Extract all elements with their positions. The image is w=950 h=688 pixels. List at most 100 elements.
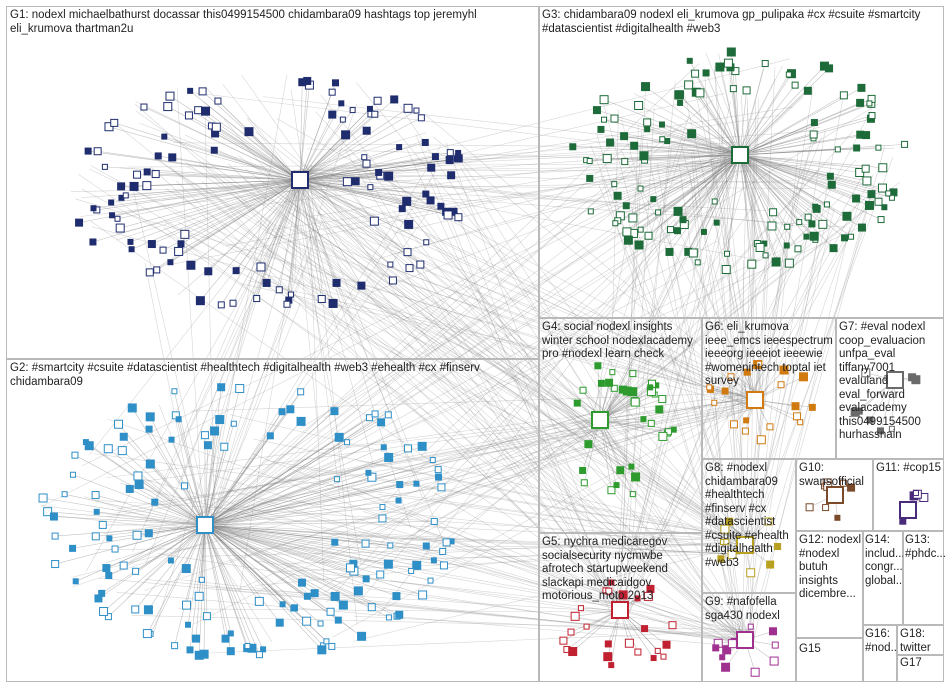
edge	[118, 187, 303, 234]
edge	[300, 132, 427, 171]
edge	[677, 154, 741, 212]
edge	[70, 186, 308, 192]
edge	[164, 221, 753, 550]
node	[660, 653, 667, 660]
edge	[299, 179, 447, 213]
group-panel-g10[interactable]: G10: swansofficial	[796, 459, 873, 531]
node	[349, 107, 356, 114]
node	[605, 378, 614, 387]
node	[229, 299, 237, 307]
group-panel-g6[interactable]: G6: eli_krumova ieee_emcs ieeespectrum i…	[702, 318, 836, 459]
node	[723, 538, 730, 545]
node	[881, 204, 888, 211]
edge	[199, 228, 827, 527]
group-panel-g12[interactable]: G12: nodexl #nodexl butuh insights dicem…	[796, 531, 863, 638]
node	[180, 229, 190, 239]
group-panel-g17[interactable]: G17	[897, 655, 944, 682]
edge	[323, 158, 744, 419]
node	[204, 267, 213, 276]
edge	[104, 166, 301, 181]
node	[125, 484, 134, 493]
edge	[662, 138, 741, 156]
edge	[451, 550, 751, 559]
edge	[96, 179, 301, 211]
node	[102, 564, 111, 573]
group-panel-g4[interactable]: G4: social nodexl insights winter school…	[539, 318, 702, 533]
edge	[613, 108, 872, 614]
edge	[739, 154, 883, 189]
node	[610, 384, 618, 392]
node	[384, 171, 394, 181]
edge	[719, 66, 741, 156]
edge	[197, 99, 714, 518]
group-panel-g13[interactable]: G13: #phdc...	[903, 531, 945, 625]
edge	[632, 154, 741, 219]
edge	[204, 524, 444, 566]
edge	[739, 154, 800, 223]
node	[75, 218, 84, 227]
edge	[705, 52, 746, 155]
edge	[132, 201, 738, 554]
edge	[373, 151, 745, 261]
edge	[617, 154, 741, 222]
node	[181, 482, 189, 490]
edge	[457, 158, 749, 548]
edge	[256, 179, 301, 299]
group-panel-g11[interactable]: G11: #cop15	[873, 459, 944, 531]
edge	[254, 560, 737, 633]
edge	[297, 141, 738, 172]
edge	[109, 524, 206, 539]
group-panel-g18[interactable]: G18: twitter	[897, 625, 944, 655]
edge	[204, 430, 215, 526]
node	[454, 154, 463, 163]
edge	[739, 68, 830, 156]
node	[221, 634, 230, 643]
group-panel-g8[interactable]: G8: #nodexl chidambara09 #healthtech #fi…	[702, 459, 796, 593]
edge	[211, 125, 301, 181]
node	[353, 586, 363, 596]
edge	[739, 154, 872, 195]
node	[641, 82, 651, 92]
node	[569, 143, 577, 151]
edge	[86, 179, 308, 571]
edge	[299, 174, 452, 181]
edge	[739, 154, 774, 213]
node	[408, 567, 415, 574]
group-panel-g9[interactable]: G9: #nafofella sga430 nodexl	[702, 593, 796, 682]
node	[262, 278, 271, 287]
edge	[208, 261, 706, 533]
edge	[675, 151, 736, 214]
group-panel-g1[interactable]: G1: nodexl michaelbathurst docassar this…	[6, 6, 539, 359]
node	[856, 98, 865, 107]
edge	[728, 63, 741, 156]
edge	[299, 179, 407, 202]
group-panel-g14[interactable]: G14: includ... congr... global...	[863, 531, 904, 625]
edge	[739, 154, 860, 173]
group-panel-g5[interactable]: G5: nychra medicaregov socialsecurity ny…	[539, 533, 702, 682]
edge	[750, 220, 868, 554]
edge	[440, 399, 746, 569]
edge	[290, 179, 301, 295]
edge	[741, 164, 754, 215]
edge	[299, 179, 426, 195]
node	[217, 383, 226, 392]
group-panel-g16[interactable]: G16: #nod...	[863, 625, 898, 682]
group-label-g16: G16: #nod...	[865, 628, 898, 654]
group-panel-g7[interactable]: G7: #eval nodexl coop_evaluacion unfpa_e…	[836, 318, 944, 459]
edge	[309, 149, 743, 217]
group-label-g17: G17	[900, 657, 922, 669]
edge	[627, 240, 808, 603]
group-panel-g15[interactable]: G15	[796, 638, 863, 682]
edge	[697, 154, 741, 263]
group-panel-g3[interactable]: G3: chidambara09 nodexl eli_krumova gp_p…	[539, 6, 944, 318]
edge	[178, 608, 627, 613]
node	[140, 103, 148, 111]
node	[82, 439, 89, 446]
group-panel-g2[interactable]: G2: #smartcity #csuite #datascientist #h…	[6, 359, 539, 682]
edge	[204, 524, 336, 597]
edge	[106, 392, 754, 478]
edge	[307, 180, 325, 582]
node	[226, 647, 235, 656]
edge	[306, 171, 355, 230]
edge	[744, 152, 755, 400]
